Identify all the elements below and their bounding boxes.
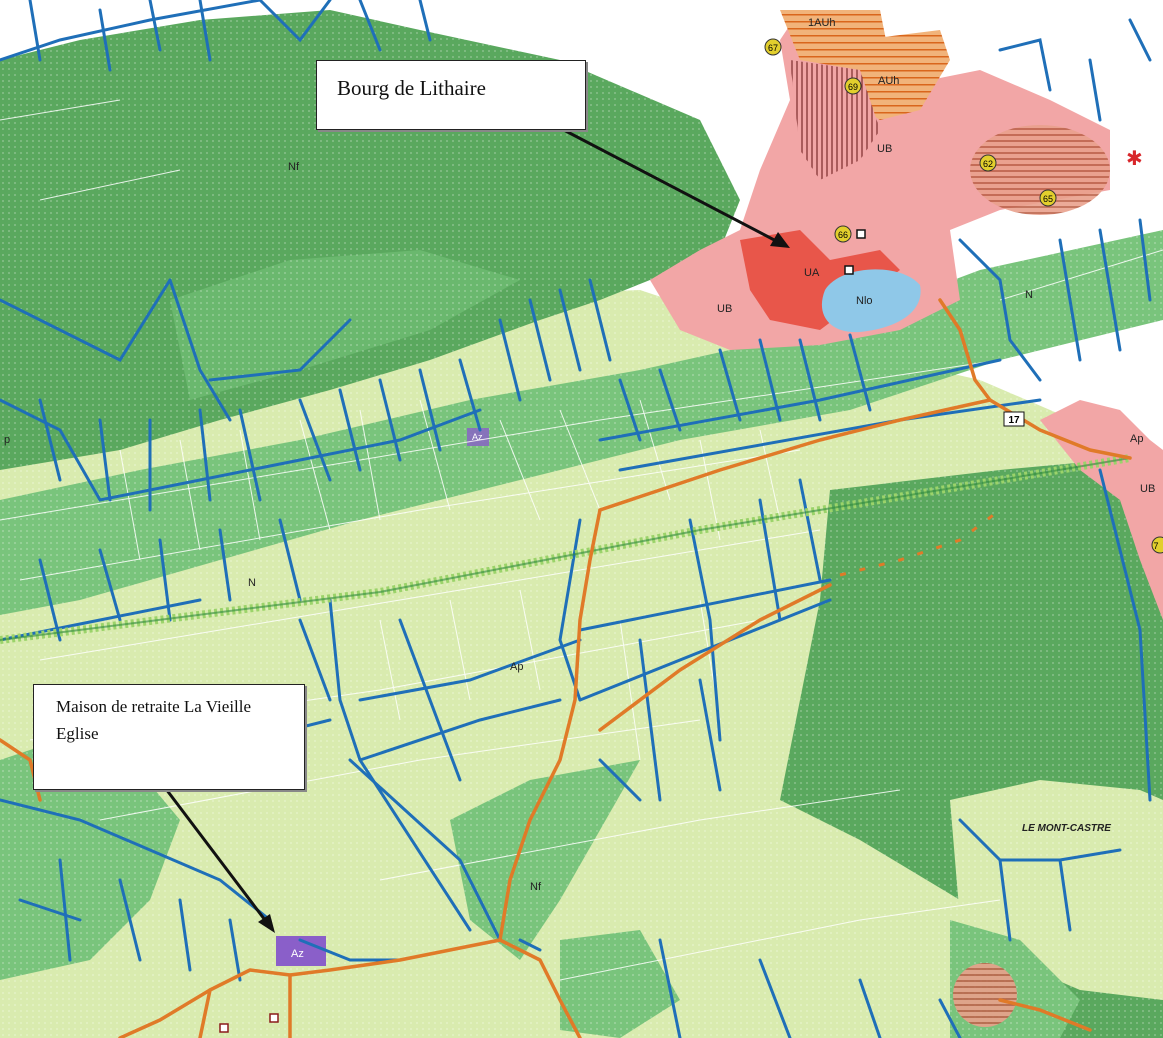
asterisk-icon: ✱: [1126, 146, 1143, 170]
marker-17: 17: [1003, 411, 1025, 427]
callout-maison-text: Maison de retraite La Vieille Eglise: [56, 697, 252, 743]
zone-auh: [850, 30, 950, 120]
zone-hatched-east: [970, 125, 1110, 215]
zone-hatched-south: [953, 963, 1017, 1027]
callout-maison-de-retraite: Maison de retraite La Vieille Eglise: [33, 684, 305, 790]
svg-text:62: 62: [983, 159, 993, 169]
building-symbol: [844, 265, 854, 275]
marker-65: 65: [1039, 189, 1057, 207]
svg-text:69: 69: [848, 82, 858, 92]
arrow-bourg-head: [770, 232, 790, 248]
label-1auh: 1AUh: [808, 17, 836, 29]
label-n-west: N: [248, 577, 256, 589]
svg-text:17: 17: [1008, 415, 1020, 426]
label-ub-east: UB: [1140, 483, 1155, 495]
parcel-lines: [0, 9, 1163, 981]
road-network: [0, 298, 1132, 1038]
marker-67: 67: [764, 38, 782, 56]
label-ua: UA: [804, 267, 820, 279]
label-nf-south: Nf: [530, 881, 542, 893]
callout-bourg-text: Bourg de Lithaire: [337, 76, 486, 100]
label-mont-castre: LE MONT-CASTRE: [1022, 823, 1111, 834]
label-nlo: Nlo: [856, 295, 873, 307]
callout-bourg-de-lithaire: Bourg de Lithaire: [316, 60, 586, 130]
label-ap-west: p: [4, 434, 10, 446]
building-symbol: [219, 1023, 229, 1033]
arrow-bourg: [559, 126, 781, 245]
label-ub-north: UB: [877, 143, 892, 155]
label-az-south: Az: [291, 948, 304, 960]
marker-62: 62: [979, 154, 997, 172]
building-symbol: [856, 229, 866, 239]
arrow-maison-head: [258, 914, 275, 933]
marker-69: 69: [844, 77, 862, 95]
svg-text:66: 66: [838, 230, 848, 240]
label-ub-west: UB: [717, 303, 732, 315]
label-auh: AUh: [878, 75, 899, 87]
label-az-north: Az: [472, 432, 483, 442]
building-symbol: [269, 1013, 279, 1023]
svg-text:7: 7: [1153, 541, 1158, 551]
label-nf-north: Nf: [288, 161, 300, 173]
label-ap-east: Ap: [1130, 433, 1143, 445]
zone-ua: [740, 230, 900, 330]
svg-text:65: 65: [1043, 194, 1053, 204]
label-n-east: N: [1025, 289, 1033, 301]
label-ap-center: Ap: [510, 661, 523, 673]
marker-66: 66: [834, 225, 852, 243]
marker-7x: 7: [1151, 536, 1163, 554]
svg-text:67: 67: [768, 43, 778, 53]
arrow-maison: [164, 788, 270, 925]
zone-ub-east: [1040, 400, 1163, 620]
green-corridor-line-inner: [0, 457, 1131, 641]
zone-nlo-water: [821, 269, 921, 333]
